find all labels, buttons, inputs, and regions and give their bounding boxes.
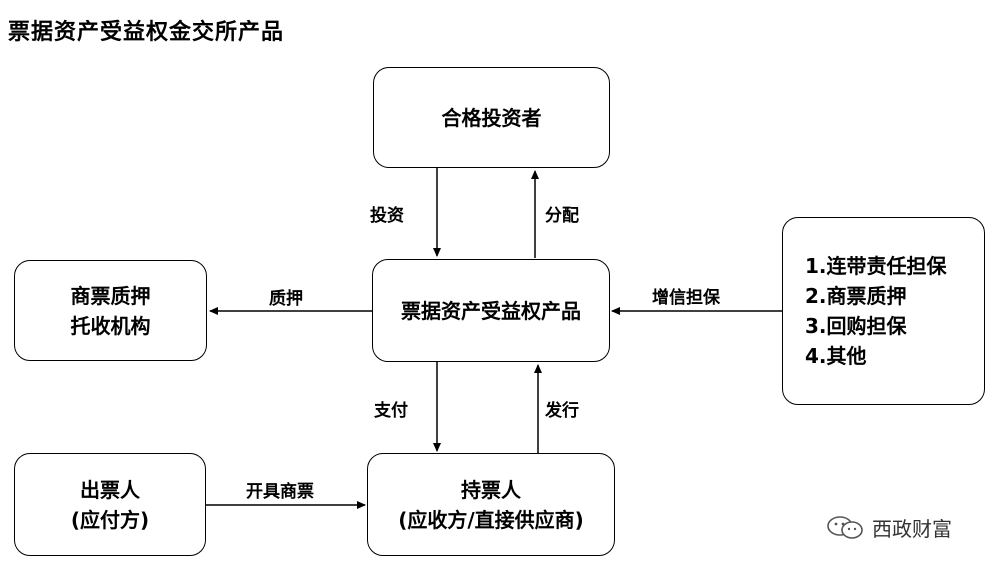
credit-item-3: 3.回购担保 (805, 314, 907, 338)
node-bill-holder: 持票人 (应收方/直接供应商) (367, 453, 615, 556)
edge-label-credit: 增信担保 (652, 288, 720, 308)
node-drawer: 出票人 (应付方) (14, 453, 206, 556)
page-title: 票据资产受益权金交所产品 (8, 20, 285, 45)
edge-label-distribute: 分配 (545, 206, 579, 226)
credit-item-4: 4.其他 (805, 344, 867, 368)
edge-label-invest: 投资 (370, 206, 404, 226)
node-pledge-custodian: 商票质押 托收机构 (14, 260, 207, 361)
node-label-line-2: (应收方/直接供应商) (398, 507, 584, 532)
credit-item-2: 2.商票质押 (805, 284, 907, 308)
node-label-line-1: 商票质押 (70, 283, 151, 308)
node-label-line-1: 出票人 (80, 477, 140, 502)
node-qualified-investor: 合格投资者 (373, 67, 610, 168)
node-label-line-1: 持票人 (461, 477, 521, 502)
node-label: 合格投资者 (441, 105, 542, 130)
node-label: 票据资产受益权产品 (401, 298, 581, 323)
node-label-line-2: (应付方) (70, 507, 150, 532)
watermark: 西政财富 (826, 513, 952, 542)
edge-label-bill: 开具商票 (246, 482, 314, 502)
node-credit-enhancement: 1.连带责任担保 2.商票质押 3.回购担保 4.其他 (782, 217, 985, 405)
edge-label-pledge: 质押 (269, 289, 303, 309)
edge-label-pay: 支付 (374, 401, 408, 421)
edge-label-issue: 发行 (545, 401, 579, 421)
node-label-line-2: 托收机构 (70, 313, 151, 338)
node-bill-asset-product: 票据资产受益权产品 (372, 259, 610, 362)
credit-item-1: 1.连带责任担保 (805, 254, 947, 278)
watermark-text: 西政财富 (872, 517, 952, 541)
wechat-icon (827, 515, 863, 539)
